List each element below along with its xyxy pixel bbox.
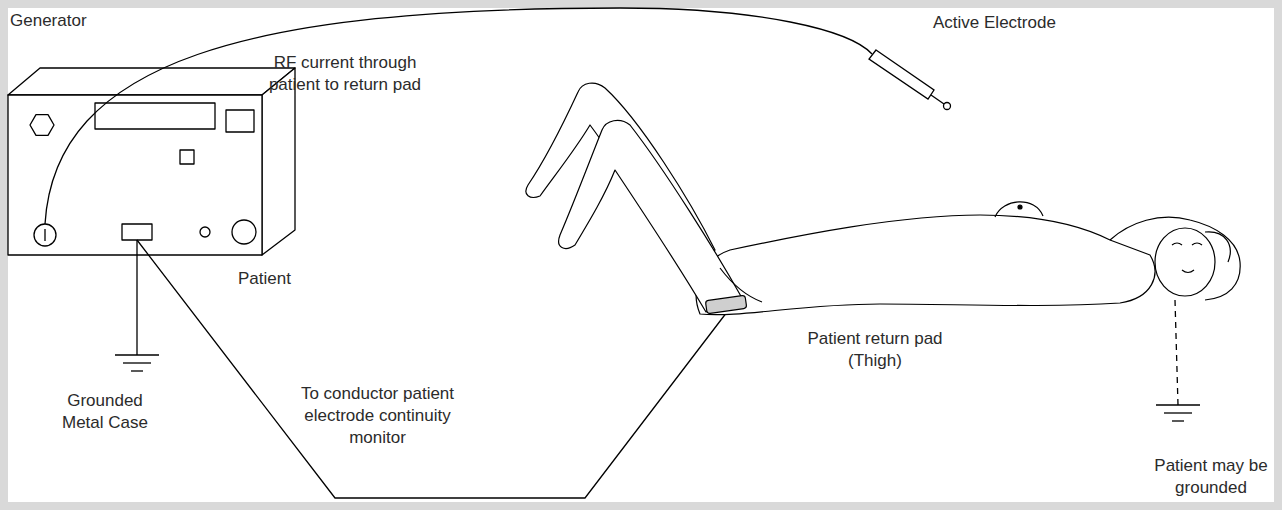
raised-arm	[1110, 217, 1240, 300]
label-text: Patient return pad (Thigh)	[790, 328, 960, 372]
ground-bar	[1164, 412, 1192, 413]
label-text: RF current through patient to return pad	[250, 52, 440, 96]
return-socket	[122, 224, 152, 240]
electrode-handle	[869, 50, 934, 99]
ground-bar	[1156, 404, 1200, 405]
generator-front	[8, 95, 262, 255]
ground-bar	[1172, 420, 1184, 421]
label-text: Active Electrode	[933, 12, 1056, 34]
white-panel	[8, 8, 1274, 502]
electrode-ball	[944, 103, 951, 110]
label-text: Patient may be grounded	[1146, 455, 1276, 499]
electrode-tip	[931, 95, 944, 104]
near-leg	[559, 120, 742, 312]
generator-unit	[8, 68, 295, 255]
wires	[45, 8, 1200, 498]
breast	[995, 202, 1043, 217]
generator-top	[8, 68, 295, 95]
indicator	[180, 150, 194, 164]
patient-ground-wire	[1175, 300, 1178, 405]
active-socket	[34, 224, 56, 246]
lamp	[200, 227, 210, 237]
switch	[226, 110, 254, 132]
label-text: To conductor patient electrode continuit…	[285, 383, 470, 449]
label-text: Patient	[238, 268, 291, 290]
face	[1172, 243, 1202, 273]
ground-bar	[115, 354, 159, 355]
socket-mark	[44, 229, 45, 241]
head	[1155, 228, 1215, 296]
return-pad	[705, 295, 746, 313]
hex-knob	[30, 115, 54, 136]
case-ground-wire	[136, 240, 137, 355]
power-knob	[232, 220, 256, 244]
ground-bar	[123, 362, 151, 363]
active-electrode	[869, 50, 951, 110]
label-text: Generator	[10, 10, 87, 32]
generator-side	[262, 68, 295, 255]
torso	[696, 215, 1155, 315]
hair	[1205, 232, 1230, 262]
ground-bar	[131, 370, 143, 371]
nipple	[1018, 205, 1022, 209]
return-cable	[137, 240, 727, 498]
display	[95, 103, 215, 129]
label-text: Grounded Metal Case	[55, 390, 155, 434]
active-cable	[45, 8, 872, 224]
patient-figure	[526, 83, 1240, 315]
